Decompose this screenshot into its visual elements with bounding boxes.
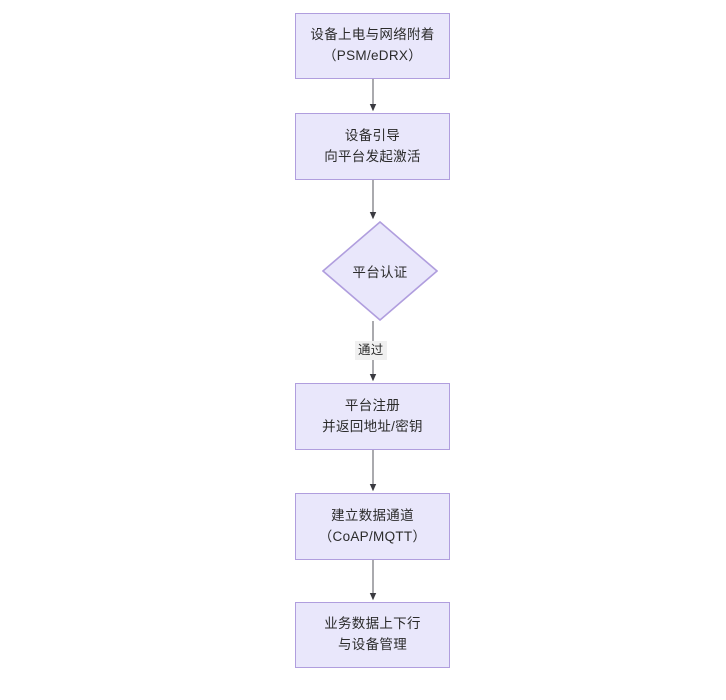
node-data-channel[interactable]: 建立数据通道 （CoAP/MQTT）: [295, 493, 450, 560]
diamond-shape: [322, 221, 438, 321]
edge-label-pass: 通过: [355, 341, 387, 360]
node-platform-register-line-2: 并返回地址/密钥: [322, 418, 423, 434]
node-data-channel-line-1: 建立数据通道: [331, 507, 414, 523]
node-platform-auth[interactable]: 平台认证: [322, 221, 438, 321]
node-data-channel-line-2: （CoAP/MQTT）: [318, 528, 427, 544]
node-business-data-line-1: 业务数据上下行: [324, 616, 421, 632]
node-bootstrap[interactable]: 设备引导 向平台发起激活: [295, 113, 450, 180]
node-power-on-line-1: 设备上电与网络附着: [310, 27, 435, 43]
node-business-data-line-2: 与设备管理: [338, 637, 407, 652]
node-power-on[interactable]: 设备上电与网络附着 （PSM/eDRX）: [295, 13, 450, 79]
node-platform-register[interactable]: 平台注册 并返回地址/密钥: [295, 383, 450, 450]
node-business-data[interactable]: 业务数据上下行 与设备管理: [295, 602, 450, 668]
node-power-on-line-2: （PSM/eDRX）: [322, 48, 423, 63]
node-platform-register-line-1: 平台注册: [344, 397, 401, 413]
node-platform-auth-label: 平台认证: [352, 265, 408, 280]
node-bootstrap-line-2: 向平台发起激活: [324, 148, 421, 164]
node-bootstrap-line-1: 设备引导: [344, 127, 401, 143]
